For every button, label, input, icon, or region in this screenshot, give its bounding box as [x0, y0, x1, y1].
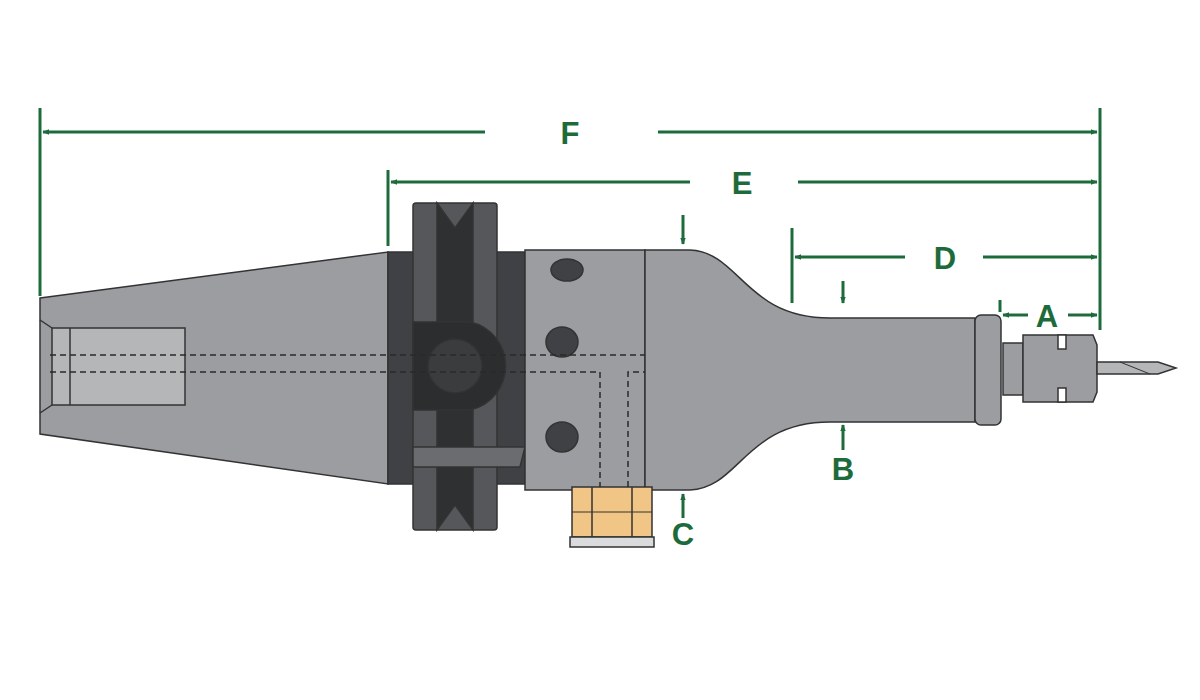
- dimension-letter: E: [729, 168, 756, 199]
- dimension-letter: D: [931, 243, 959, 274]
- dimension-letter: A: [1033, 301, 1061, 332]
- dimension-letter: C: [669, 519, 697, 550]
- dimension-letter: F: [558, 118, 583, 149]
- dimension-letter: B: [829, 454, 857, 485]
